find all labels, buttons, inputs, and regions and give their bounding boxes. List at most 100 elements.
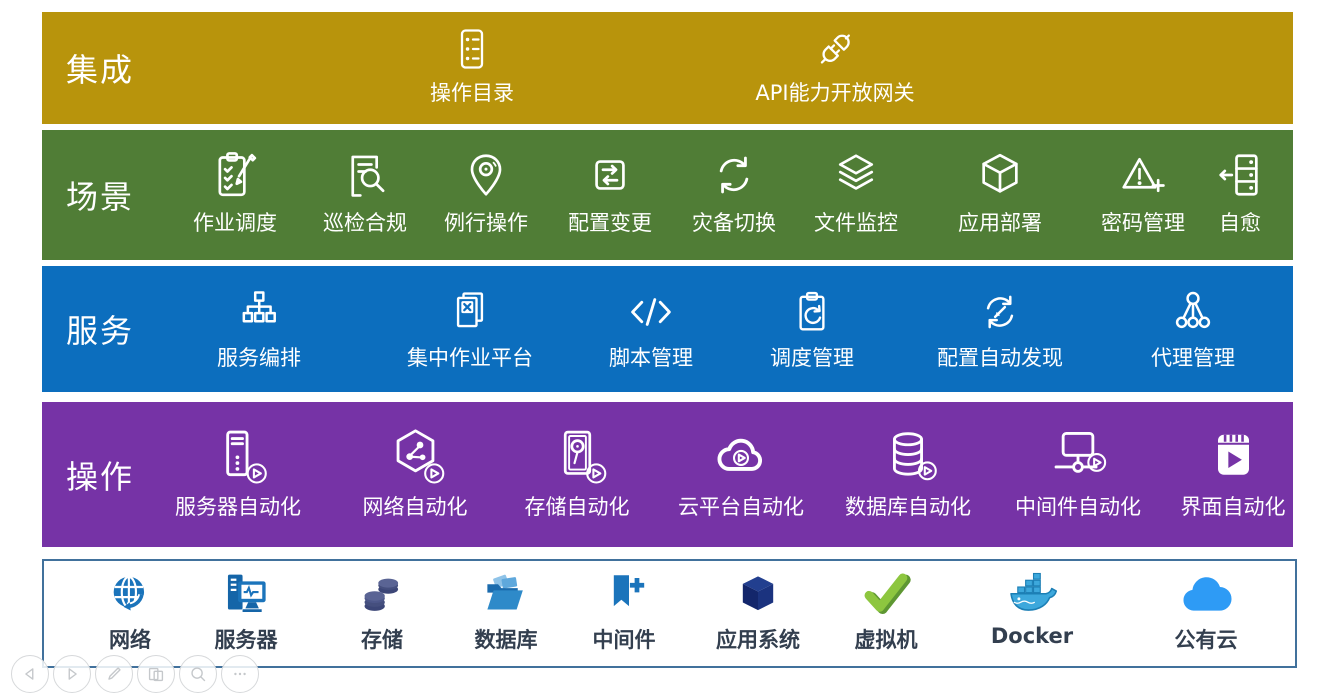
item-label: 中间件自动化 <box>1015 495 1141 519</box>
agent-nodes-icon <box>1167 286 1219 338</box>
item-label: 代理管理 <box>1151 346 1235 370</box>
swap-arrows-icon <box>582 147 638 203</box>
item-label: 操作目录 <box>430 81 514 105</box>
resource-item-middleware: 中间件 <box>593 569 656 654</box>
ui-play-icon <box>1202 425 1264 487</box>
band-operation: 操作 服务器自动化 网络自动化 存储自动化 云平台自动化 数据库自动化 中间件自… <box>42 402 1293 547</box>
next-icon <box>61 663 83 685</box>
resource-item-app-system: 应用系统 <box>716 569 800 654</box>
resource-item-network: 网络 <box>103 569 157 654</box>
item-label: 界面自动化 <box>1180 495 1286 519</box>
cloud-play-icon <box>710 425 772 487</box>
folder-files-icon <box>479 569 533 623</box>
item-label: 存储自动化 <box>524 495 630 519</box>
clipboard-sync-icon <box>786 286 838 338</box>
scene-item-routine-ops: 例行操作 <box>444 147 528 237</box>
previous-icon <box>19 663 41 685</box>
service-item-schedule-mgmt: 调度管理 <box>770 286 854 372</box>
item-label: 公有云 <box>1174 628 1238 652</box>
operation-item-cloud-automation: 云平台自动化 <box>678 425 804 521</box>
slide-panel-icon <box>145 663 167 685</box>
operation-item-middleware-automation: 中间件自动化 <box>1015 425 1141 521</box>
warning-plus-icon <box>1115 147 1171 203</box>
green-check-icon <box>859 569 913 623</box>
server-play-icon <box>207 425 269 487</box>
disk-play-icon <box>546 425 608 487</box>
bookmark-plus-icon <box>597 569 651 623</box>
integration-item-operation-catalog: 操作目录 <box>430 25 514 107</box>
item-label: 例行操作 <box>444 211 528 235</box>
scene-item-file-monitor: 文件监控 <box>814 147 898 237</box>
operation-item-storage-automation: 存储自动化 <box>525 425 630 521</box>
catalog-icon <box>448 25 496 73</box>
server-monitor-icon <box>219 569 273 623</box>
item-label: 脚本管理 <box>609 346 693 370</box>
item-label: 巡检合规 <box>323 211 407 235</box>
service-item-orchestration: 服务编排 <box>217 286 301 372</box>
cube-solid-icon <box>731 569 785 623</box>
globe-icon <box>103 569 157 623</box>
previous-slide-button[interactable] <box>11 655 49 693</box>
item-label: 服务编排 <box>217 346 301 370</box>
item-label: 自愈 <box>1219 211 1261 235</box>
integration-item-api-gateway: API能力开放网关 <box>755 25 915 107</box>
item-label: 集中作业平台 <box>407 346 533 370</box>
resource-item-database: 数据库 <box>475 569 538 654</box>
middleware-play-icon <box>1047 425 1109 487</box>
pen-icon <box>103 663 125 685</box>
job-tools-icon <box>444 286 496 338</box>
item-label: 作业调度 <box>193 211 277 235</box>
item-label: API能力开放网关 <box>755 81 915 105</box>
cloud-solid-icon <box>1179 569 1233 623</box>
operation-item-ui-automation: 界面自动化 <box>1181 425 1286 521</box>
item-label: 数据库 <box>474 628 538 652</box>
item-label: 数据库自动化 <box>845 495 971 519</box>
item-label: Docker <box>990 624 1074 648</box>
item-label: 服务器自动化 <box>175 495 301 519</box>
item-label: 应用部署 <box>958 211 1042 235</box>
scene-item-app-deploy: 应用部署 <box>958 147 1042 237</box>
band-resource: 网络 服务器 存储 数据库 中间件 应用系统 虚拟机 Docker 公有云 <box>42 559 1297 668</box>
item-label: 文件监控 <box>814 211 898 235</box>
service-item-auto-discovery: 配置自动发现 <box>937 286 1063 372</box>
resource-item-storage: 存储 <box>355 569 409 654</box>
item-label: 应用系统 <box>716 628 800 652</box>
band-integration: 集成 操作目录 API能力开放网关 <box>42 12 1293 124</box>
item-label: 网络 <box>109 628 151 652</box>
server-restore-icon <box>1212 147 1268 203</box>
pen-button[interactable] <box>95 655 133 693</box>
band-service-label: 服务 <box>66 312 135 350</box>
band-integration-label: 集成 <box>66 51 135 89</box>
location-pin-icon <box>458 147 514 203</box>
item-label: 云平台自动化 <box>678 495 804 519</box>
scene-item-self-heal: 自愈 <box>1212 147 1268 237</box>
resource-item-vm: 虚拟机 <box>855 569 918 654</box>
band-scene: 场景 作业调度 巡检合规 例行操作 配置变更 灾备切换 文件监控 应用部署 密码… <box>42 130 1293 260</box>
item-label: 调度管理 <box>770 346 854 370</box>
operation-item-network-automation: 网络自动化 <box>363 425 468 521</box>
scene-item-config-change: 配置变更 <box>568 147 652 237</box>
service-item-agent-mgmt: 代理管理 <box>1151 286 1235 372</box>
item-label: 虚拟机 <box>854 628 918 652</box>
api-plug-icon <box>811 25 859 73</box>
zoom-button[interactable] <box>179 655 217 693</box>
sync-arrows-icon <box>706 147 762 203</box>
service-item-job-center: 集中作业平台 <box>407 286 533 372</box>
more-dots-icon <box>229 663 251 685</box>
compass-sync-icon <box>974 286 1026 338</box>
scene-item-dr-switch: 灾备切换 <box>692 147 776 237</box>
item-label: 中间件 <box>592 628 656 652</box>
database-play-icon <box>877 425 939 487</box>
service-item-script-mgmt: 脚本管理 <box>609 286 693 372</box>
slide-panel-button[interactable] <box>137 655 175 693</box>
more-button[interactable] <box>221 655 259 693</box>
clipboard-pencil-icon <box>207 147 263 203</box>
layers-icon <box>828 147 884 203</box>
magnifier-icon <box>187 663 209 685</box>
operation-item-server-automation: 服务器自动化 <box>175 425 301 521</box>
disk-stack-icon <box>355 569 409 623</box>
network-play-icon <box>384 425 446 487</box>
resource-item-docker: Docker <box>991 569 1073 648</box>
cube-outline-icon <box>972 147 1028 203</box>
next-slide-button[interactable] <box>53 655 91 693</box>
